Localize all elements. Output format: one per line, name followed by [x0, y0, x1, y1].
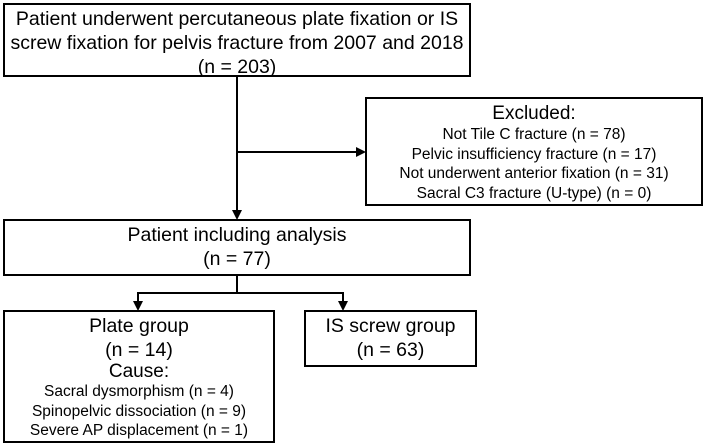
excluded-item: Sacral C3 fracture (U-type) (n = 0): [416, 184, 652, 202]
is-screw-group-box: IS screw group (n = 63): [304, 310, 477, 367]
excluded-item: Not underwent anterior fixation (n = 31): [399, 165, 669, 182]
enrollment-box: Patient underwent percutaneous plate fix…: [3, 3, 471, 78]
excluded-item: Not Tile C fracture (n = 78): [442, 126, 626, 143]
excluded-box: Excluded: Not Tile C fracture (n = 78) P…: [365, 97, 703, 206]
plate-cause-item: Sacral dysmorphism (n = 4): [44, 383, 234, 400]
plate-group-title: Plate group: [89, 315, 189, 337]
excluded-title: Excluded:: [492, 103, 576, 124]
plate-cause-item: Spinopelvic dissociation (n = 9): [31, 402, 247, 420]
plate-group-count: (n = 14): [105, 339, 173, 361]
plate-cause-label: Cause:: [108, 361, 170, 382]
analysis-box: Patient including analysis (n = 77): [3, 219, 471, 276]
plate-group-box: Plate group (n = 14) Cause: Sacral dysmo…: [3, 310, 275, 443]
screw-group-count: (n = 63): [356, 339, 425, 361]
excluded-item: Pelvic insufficiency fracture (n = 17): [411, 145, 657, 163]
analysis-title: Patient including analysis: [127, 224, 347, 246]
enrollment-line-2: screw fixation for pelvis fracture from …: [10, 32, 464, 54]
screw-group-title: IS screw group: [325, 315, 456, 337]
analysis-count: (n = 77): [203, 248, 271, 270]
plate-cause-item: Severe AP displacement (n = 1): [29, 422, 249, 439]
enrollment-line-1: Patient underwent percutaneous plate fix…: [15, 8, 459, 30]
enrollment-count: (n = 203): [197, 56, 277, 78]
